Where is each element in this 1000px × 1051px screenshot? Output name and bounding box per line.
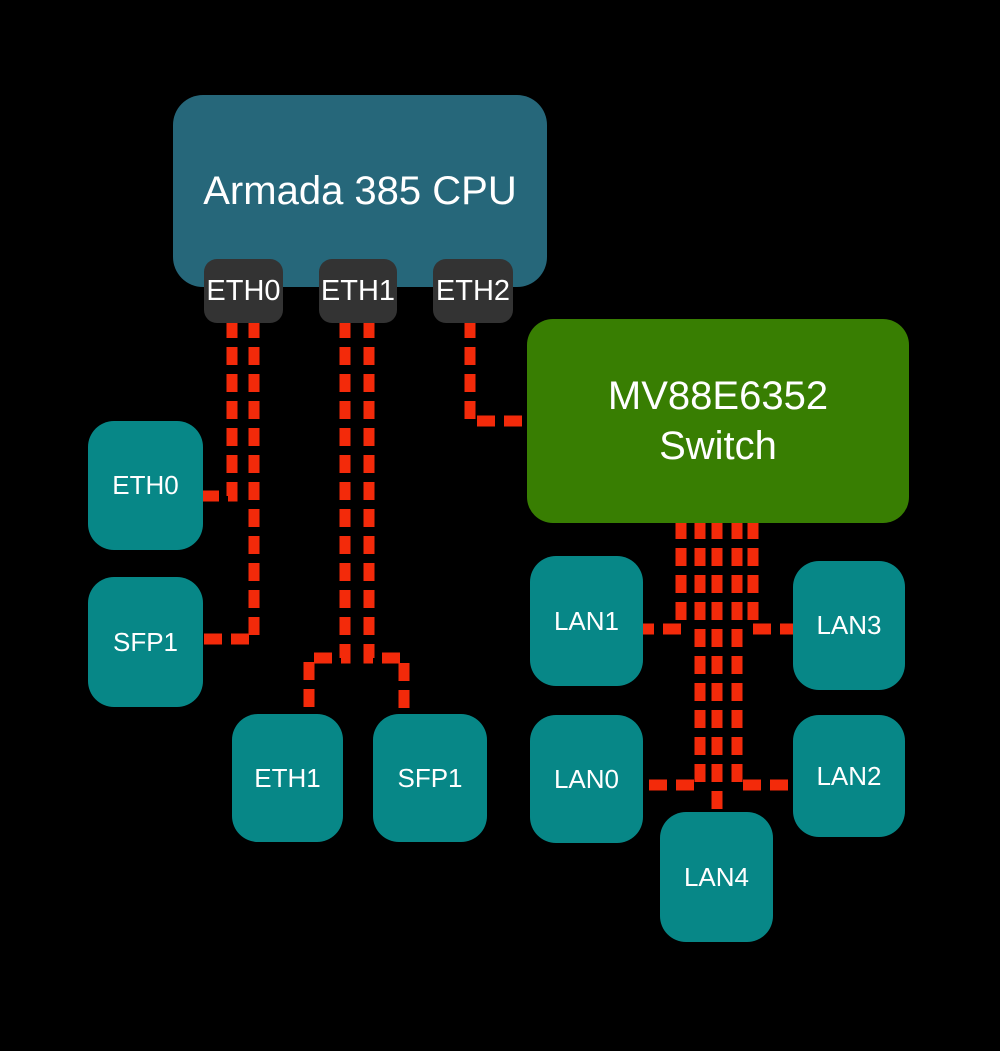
- node-lan3: LAN3: [793, 561, 905, 690]
- node-phy-eth0: ETH0: [88, 421, 203, 550]
- node-phy-eth0-label: ETH0: [112, 470, 179, 501]
- wire-cpu-eth2-to-switch: [464, 320, 529, 427]
- wire-switch-to-lan2: [731, 521, 795, 791]
- node-phy-eth1: ETH1: [232, 714, 343, 842]
- wire-switch-to-lan1: [641, 521, 687, 635]
- wire-cpu-eth0-to-phy-eth0: [201, 320, 238, 502]
- node-phy-sfp1-label: SFP1: [112, 626, 179, 657]
- node-phy-sfp1-eth1-label: SFP1: [397, 762, 463, 793]
- node-cpu-port-eth1-label: ETH1: [320, 274, 396, 307]
- node-cpu-port-eth0-label: ETH0: [206, 274, 281, 307]
- node-cpu-label: Armada 385 CPU: [203, 169, 517, 213]
- node-switch-label: MV88E6352: [607, 374, 829, 418]
- node-phy-sfp1-eth1: SFP1: [373, 714, 487, 842]
- node-cpu-port-eth1: ETH1: [319, 259, 397, 323]
- wire-switch-to-lan0: [641, 521, 706, 791]
- node-cpu-port-eth2-label: ETH2: [435, 274, 511, 307]
- node-switch-label: Switch: [659, 424, 777, 468]
- node-lan4: LAN4: [660, 812, 773, 942]
- wire-switch-to-lan3: [747, 521, 795, 635]
- node-lan3-label: LAN3: [816, 610, 882, 641]
- node-cpu-port-eth2: ETH2: [433, 259, 513, 323]
- node-phy-sfp1: SFP1: [88, 577, 203, 707]
- wire-cpu-eth1-to-phy-eth1: [303, 320, 351, 716]
- node-lan2-label: LAN2: [816, 760, 882, 791]
- node-lan4-label: LAN4: [683, 861, 750, 892]
- node-cpu-port-eth0: ETH0: [204, 259, 283, 323]
- node-lan1-label: LAN1: [553, 605, 620, 636]
- node-lan2: LAN2: [793, 715, 905, 837]
- wire-cpu-eth1-to-sfp1: [363, 320, 410, 716]
- node-lan0: LAN0: [530, 715, 643, 843]
- node-phy-eth1-label: ETH1: [254, 762, 321, 793]
- node-cpu: Armada 385 CPU: [173, 95, 547, 287]
- wire-cpu-eth0-to-sfp1: [201, 320, 260, 645]
- node-lan0-label: LAN0: [553, 763, 620, 794]
- node-lan1: LAN1: [530, 556, 643, 686]
